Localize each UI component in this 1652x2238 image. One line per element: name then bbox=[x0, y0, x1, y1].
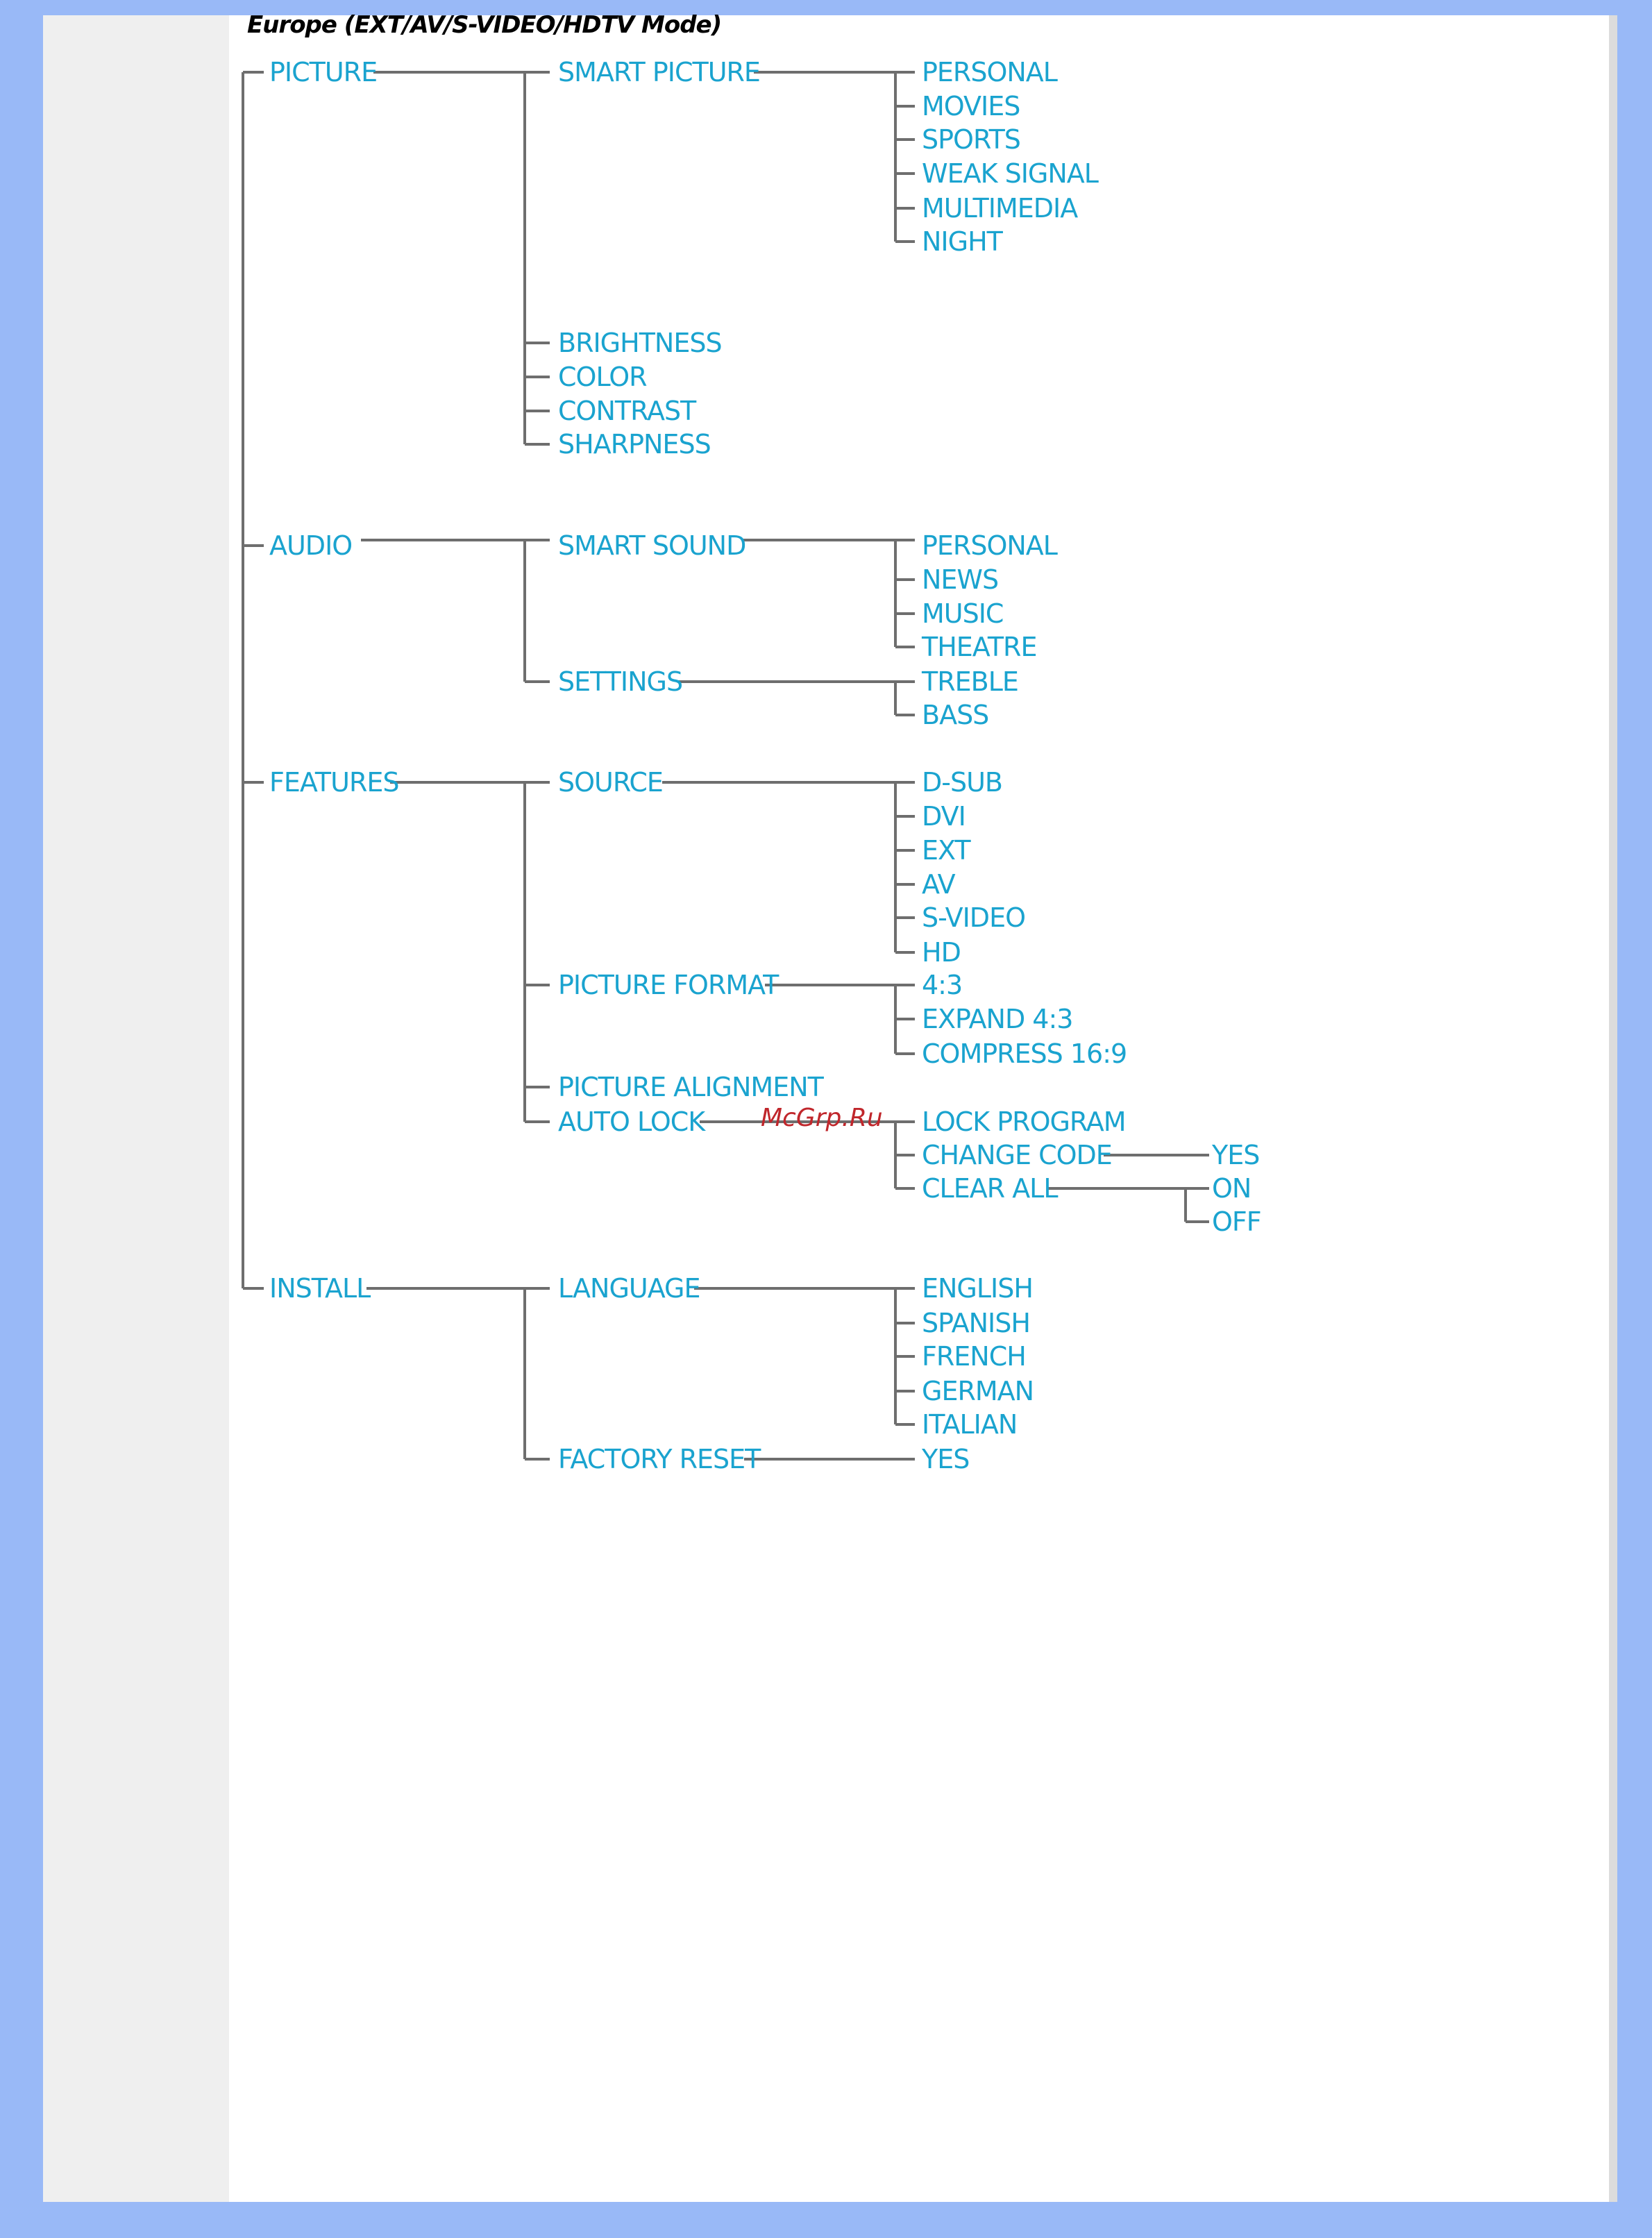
option-bass: BASS bbox=[922, 700, 989, 730]
option-d-sub: D-SUB bbox=[922, 767, 1003, 798]
submenu-color: COLOR bbox=[558, 362, 648, 392]
option-av: AV bbox=[922, 869, 956, 900]
option-movies: MOVIES bbox=[922, 91, 1020, 121]
option-expand-4-3: EXPAND 4:3 bbox=[922, 1004, 1073, 1034]
option-news: NEWS bbox=[922, 564, 999, 595]
option-multimedia: MULTIMEDIA bbox=[922, 193, 1078, 224]
menu-picture: PICTURE bbox=[269, 57, 378, 87]
option-4-3: 4:3 bbox=[922, 970, 963, 1000]
option-music: MUSIC bbox=[922, 598, 1004, 629]
submenu-language: LANGUAGE bbox=[558, 1273, 701, 1304]
submenu-factory-reset: FACTORY RESET bbox=[558, 1444, 761, 1474]
watermark: McGrp.Ru bbox=[761, 1104, 883, 1132]
option-change-code-yes: YES bbox=[1212, 1140, 1260, 1170]
option-compress-16-9: COMPRESS 16:9 bbox=[922, 1038, 1127, 1069]
option-hd: HD bbox=[922, 937, 961, 968]
option-spanish: SPANISH bbox=[922, 1308, 1031, 1338]
submenu-smart-sound: SMART SOUND bbox=[558, 530, 746, 561]
option-treble: TREBLE bbox=[922, 666, 1019, 697]
submenu-source: SOURCE bbox=[558, 767, 664, 798]
submenu-brightness: BRIGHTNESS bbox=[558, 328, 723, 358]
option-lock-program: LOCK PROGRAM bbox=[922, 1107, 1127, 1137]
option-sports: SPORTS bbox=[922, 124, 1021, 155]
option-french: FRENCH bbox=[922, 1341, 1027, 1372]
option-clear-all-off: OFF bbox=[1212, 1206, 1262, 1237]
submenu-auto-lock: AUTO LOCK bbox=[558, 1107, 705, 1137]
option-english: ENGLISH bbox=[922, 1273, 1034, 1304]
option-clear-all-on: ON bbox=[1212, 1173, 1251, 1204]
option-clear-all: CLEAR ALL bbox=[922, 1173, 1059, 1204]
diagram-heading: Europe (EXT/AV/S-VIDEO/HDTV Mode) bbox=[247, 11, 722, 39]
option-change-code: CHANGE CODE bbox=[922, 1140, 1113, 1170]
option-weak-signal: WEAK SIGNAL bbox=[922, 158, 1099, 189]
option-german: GERMAN bbox=[922, 1376, 1034, 1406]
menu-install: INSTALL bbox=[269, 1273, 371, 1304]
scrollbar-track bbox=[1609, 15, 1617, 2202]
submenu-smart-picture: SMART PICTURE bbox=[558, 57, 761, 87]
option-italian: ITALIAN bbox=[922, 1409, 1018, 1440]
option-ext: EXT bbox=[922, 835, 971, 866]
option-theatre: THEATRE bbox=[922, 632, 1037, 662]
content-panel bbox=[229, 15, 1609, 2202]
option-factory-reset-yes: YES bbox=[922, 1444, 970, 1474]
submenu-picture-format: PICTURE FORMAT bbox=[558, 970, 779, 1000]
option-personal-sound: PERSONAL bbox=[922, 530, 1058, 561]
submenu-picture-alignment: PICTURE ALIGNMENT bbox=[558, 1072, 824, 1102]
submenu-sharpness: SHARPNESS bbox=[558, 429, 711, 460]
option-personal: PERSONAL bbox=[922, 57, 1058, 87]
option-dvi: DVI bbox=[922, 801, 966, 832]
menu-audio: AUDIO bbox=[269, 530, 353, 561]
option-night: NIGHT bbox=[922, 226, 1003, 257]
menu-features: FEATURES bbox=[269, 767, 399, 798]
option-s-video: S-VIDEO bbox=[922, 902, 1026, 933]
submenu-settings: SETTINGS bbox=[558, 666, 683, 697]
submenu-contrast: CONTRAST bbox=[558, 396, 696, 426]
